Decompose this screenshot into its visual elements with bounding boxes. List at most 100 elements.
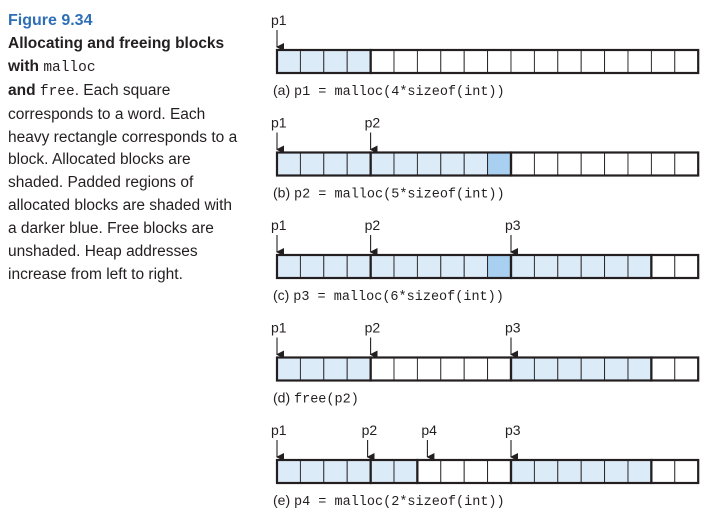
- pointer-label: p3: [505, 422, 521, 438]
- free-word: [674, 357, 699, 381]
- pointer-label: p1: [271, 12, 287, 28]
- allocated-word: [323, 459, 348, 484]
- allocated-word: [463, 254, 489, 279]
- allocated-word: [299, 357, 325, 381]
- free-word: [674, 459, 699, 484]
- pointer-label: p2: [365, 115, 381, 131]
- allocated-word: [416, 254, 442, 279]
- allocated-word: [299, 152, 325, 176]
- pointer-label: p1: [271, 115, 287, 131]
- allocated-word: [416, 152, 442, 176]
- free-word: [393, 49, 418, 74]
- panel-code: p1 = malloc(4*sizeof(int)): [294, 85, 505, 100]
- allocated-word: [557, 357, 582, 381]
- allocated-word: [580, 459, 606, 484]
- pointer-label: p1: [271, 217, 287, 233]
- allocated-word: [323, 254, 348, 279]
- free-word: [370, 357, 395, 381]
- padding-word: [487, 254, 512, 279]
- free-word: [650, 152, 676, 176]
- caption-code-malloc: malloc: [43, 59, 96, 76]
- free-word: [440, 357, 465, 381]
- free-word: [463, 459, 489, 484]
- free-word: [557, 49, 582, 74]
- allocated-word: [370, 459, 395, 484]
- panel-code: p4 = malloc(2*sizeof(int)): [294, 495, 505, 510]
- allocated-word: [346, 49, 372, 74]
- heap-block-outline: [369, 48, 700, 75]
- pointer-label: p1: [271, 320, 287, 336]
- figure-caption: Figure 9.34 Allocating and freeing block…: [8, 10, 240, 287]
- heap-block-outline: [650, 356, 700, 382]
- allocated-word: [276, 459, 301, 484]
- allocated-word: [463, 152, 489, 176]
- allocated-word: [346, 152, 372, 176]
- caption-body: . Each square corresponds to a word. Eac…: [8, 81, 238, 283]
- free-word: [627, 49, 652, 74]
- allocated-word: [557, 459, 582, 484]
- allocated-word: [323, 152, 348, 176]
- free-word: [674, 49, 699, 74]
- free-word: [674, 254, 699, 279]
- figure-label: Figure 9.34: [8, 12, 93, 29]
- free-word: [650, 254, 676, 279]
- panel-label: (e): [273, 492, 294, 508]
- free-word: [510, 152, 535, 176]
- allocated-word: [323, 357, 348, 381]
- allocated-word: [299, 459, 325, 484]
- free-word: [440, 459, 465, 484]
- free-word: [416, 49, 442, 74]
- free-word: [533, 152, 559, 176]
- heap-block-outline: [509, 151, 700, 177]
- allocated-word: [627, 357, 652, 381]
- free-word: [487, 49, 512, 74]
- pointer-label: p2: [365, 217, 381, 233]
- pointer-label: p3: [505, 217, 521, 233]
- free-word: [463, 357, 489, 381]
- panel-label: (d): [273, 390, 294, 406]
- pointer-label: p2: [365, 320, 381, 336]
- allocated-word: [440, 254, 465, 279]
- allocated-word: [533, 357, 559, 381]
- heap-panel: p1 (a) p1 = malloc(4*sizeof(int)): [271, 12, 700, 100]
- free-word: [604, 152, 629, 176]
- free-word: [650, 49, 676, 74]
- padding-word: [487, 152, 512, 176]
- allocated-word: [580, 357, 606, 381]
- allocated-word: [440, 152, 465, 176]
- pointer-label: p2: [362, 422, 378, 438]
- allocated-word: [510, 459, 535, 484]
- allocated-word: [346, 459, 372, 484]
- allocated-word: [604, 459, 629, 484]
- panel-caption: (c) p3 = malloc(6*sizeof(int)): [273, 287, 504, 305]
- free-word: [487, 459, 512, 484]
- allocated-word: [323, 49, 348, 74]
- caption-title: Allocating and freeing blocks with mallo…: [8, 35, 224, 100]
- free-word: [580, 152, 606, 176]
- allocated-word: [346, 357, 372, 381]
- panel-label: (c): [273, 287, 293, 303]
- allocated-word: [276, 254, 301, 279]
- caption-code-free: free: [39, 83, 75, 100]
- free-word: [370, 49, 395, 74]
- pointer-label: p1: [271, 422, 287, 438]
- panel-label: (b): [273, 185, 294, 201]
- allocated-word: [393, 254, 418, 279]
- free-word: [580, 49, 606, 74]
- allocated-word: [346, 254, 372, 279]
- allocated-word: [299, 254, 325, 279]
- free-word: [463, 49, 489, 74]
- panel-code: p3 = malloc(6*sizeof(int)): [293, 290, 504, 305]
- free-word: [557, 152, 582, 176]
- allocated-word: [299, 49, 325, 74]
- allocated-word: [557, 254, 582, 279]
- allocated-word: [370, 152, 395, 176]
- caption-title-part2: and: [8, 81, 40, 99]
- panel-caption: (e) p4 = malloc(2*sizeof(int)): [273, 492, 505, 510]
- free-word: [487, 357, 512, 381]
- free-word: [627, 152, 652, 176]
- free-word: [650, 357, 676, 381]
- panel-label: (a): [273, 82, 294, 98]
